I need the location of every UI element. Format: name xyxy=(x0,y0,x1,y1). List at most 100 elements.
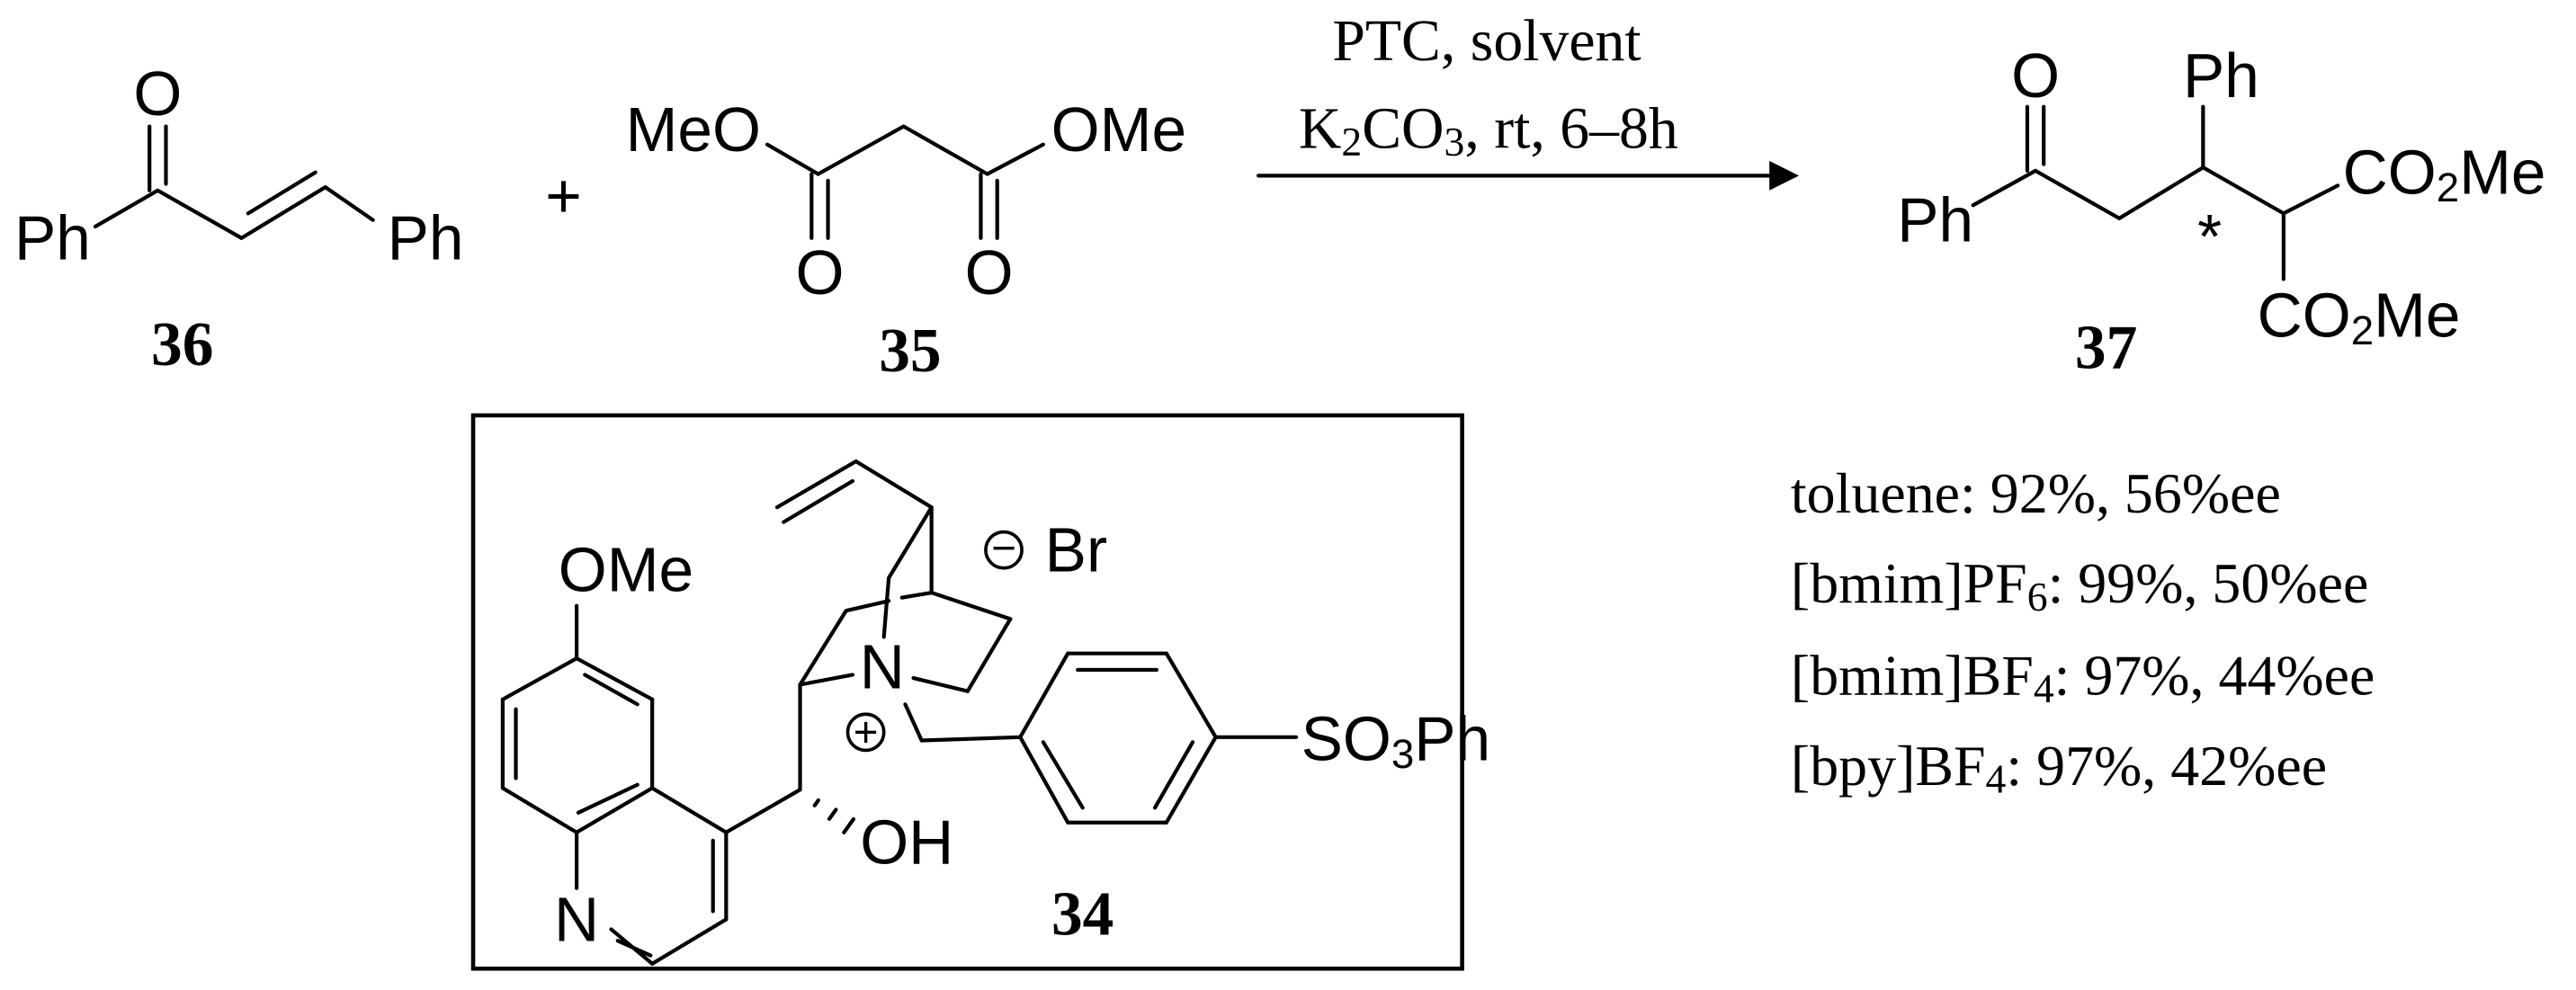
atom-nitrogen-ammonium: N xyxy=(860,631,905,701)
yield-ee: : 97%, 42%ee xyxy=(2006,733,2327,797)
bond xyxy=(798,609,848,687)
bond xyxy=(156,188,244,240)
bond xyxy=(575,656,655,701)
bond xyxy=(903,702,924,743)
ester-group: CO2Me xyxy=(2258,281,2461,353)
bond xyxy=(844,599,891,613)
subscript: 4 xyxy=(1986,755,2007,801)
bond xyxy=(798,673,855,687)
solvent-name: [bmim]BF xyxy=(1791,643,2034,707)
results-list: toluene: 92%, 56%ee [bmim]PF6: 99%, 50%e… xyxy=(1791,460,2375,801)
positive-charge-circle xyxy=(845,712,886,753)
negative-charge-circle xyxy=(984,530,1024,570)
bond xyxy=(919,735,1023,743)
bond xyxy=(911,675,970,693)
bond xyxy=(765,142,820,176)
atom-hydroxyl: OH xyxy=(860,807,953,878)
bond xyxy=(323,185,375,222)
result-row: [bmim]BF4: 97%, 44%ee xyxy=(1791,643,2375,711)
bond xyxy=(2117,165,2205,220)
reactant-35: MeO OMe O O 35 xyxy=(626,94,1186,386)
bond xyxy=(1164,651,1218,739)
bond xyxy=(1018,735,1070,825)
atom-methoxy: MeO xyxy=(626,94,761,165)
plus-sign: + xyxy=(545,160,582,230)
bond xyxy=(583,673,640,707)
text-me: Me xyxy=(2459,138,2545,208)
subscript: 2 xyxy=(1341,119,1362,165)
solvent-name: toluene xyxy=(1791,460,1960,524)
atom-methoxy: OMe xyxy=(559,535,693,605)
bond xyxy=(500,786,579,834)
bond xyxy=(576,782,640,815)
atom-oxygen: O xyxy=(795,237,844,308)
reactant-36: O Ph Ph 36 xyxy=(14,58,463,379)
bond xyxy=(650,917,729,966)
reaction-conditions: PTC, solvent K2CO3, rt, 6–8h xyxy=(1299,8,1800,191)
compound-label-35: 35 xyxy=(879,317,941,386)
solvent-name: [bpy]BF xyxy=(1791,733,1986,797)
subscript: 4 xyxy=(2034,665,2054,711)
bond xyxy=(615,939,653,958)
solvent-name: [bmim]PF xyxy=(1791,551,2027,615)
bond xyxy=(2281,183,2340,216)
result-row: [bpy]BF4: 97%, 42%ee xyxy=(1791,733,2327,801)
bond xyxy=(246,170,318,216)
bond xyxy=(575,786,655,834)
text-ph: Ph xyxy=(1414,704,1490,774)
bond xyxy=(93,188,160,229)
atom-bromide: Br xyxy=(1045,515,1107,585)
product-37: O Ph Ph * CO2Me CO2Me 37 xyxy=(1897,40,2545,383)
bond xyxy=(2201,165,2285,216)
subscript: 3 xyxy=(1445,119,1465,165)
text-k: K xyxy=(1299,95,1341,161)
text-co: CO xyxy=(2343,138,2437,208)
subscript: 2 xyxy=(2437,165,2459,210)
bond xyxy=(887,505,934,580)
bond xyxy=(1018,651,1070,739)
sulfonate-group: SO3Ph xyxy=(1301,704,1491,777)
bond xyxy=(816,124,906,176)
bond xyxy=(782,478,855,524)
reaction-arrow-head xyxy=(1769,160,1800,191)
bond xyxy=(500,656,579,701)
subscript: 6 xyxy=(2027,573,2048,619)
bond xyxy=(724,788,802,834)
bond xyxy=(1152,740,1195,810)
text-me: Me xyxy=(2374,281,2460,351)
text-rest: , rt, 6–8h xyxy=(1464,95,1677,161)
atom-phenyl: Ph xyxy=(2183,40,2259,111)
yield-ee: : 99%, 50%ee xyxy=(2048,551,2369,615)
yield-ee: : 97%, 44%ee xyxy=(2054,643,2375,707)
atom-methoxy: OMe xyxy=(1051,94,1186,165)
positive-charge-sign: + xyxy=(854,709,879,756)
conditions-line-2: K2CO3, rt, 6–8h xyxy=(1299,95,1678,165)
text-so: SO xyxy=(1301,704,1391,774)
bond xyxy=(1971,168,2038,208)
bond xyxy=(1041,740,1085,810)
yield-ee: : 92%, 56%ee xyxy=(1960,460,2281,524)
atom-oxygen: O xyxy=(965,237,1014,308)
atom-oxygen: O xyxy=(133,58,182,129)
bond xyxy=(899,591,934,600)
bonds xyxy=(93,104,2340,966)
atom-oxygen: O xyxy=(2011,40,2060,111)
text-co: CO xyxy=(1362,95,1444,161)
result-row: toluene: 92%, 56%ee xyxy=(1791,460,2281,524)
ester-group: CO2Me xyxy=(2343,138,2546,210)
atom-nitrogen-quinoline: N xyxy=(554,884,599,954)
bond xyxy=(650,786,729,834)
hashed-bond-segment xyxy=(812,798,821,807)
bond xyxy=(965,617,1013,693)
result-row: [bmim]PF6: 99%, 50%ee xyxy=(1791,551,2368,620)
subscript: 2 xyxy=(2351,308,2374,353)
compound-label-34: 34 xyxy=(1051,880,1114,950)
bond xyxy=(985,142,1045,176)
bond xyxy=(774,459,858,510)
bond xyxy=(2033,168,2122,220)
negative-charge-sign: − xyxy=(991,524,1016,572)
bond xyxy=(1164,735,1218,825)
compound-label-36: 36 xyxy=(151,310,213,379)
bond xyxy=(929,591,1013,621)
